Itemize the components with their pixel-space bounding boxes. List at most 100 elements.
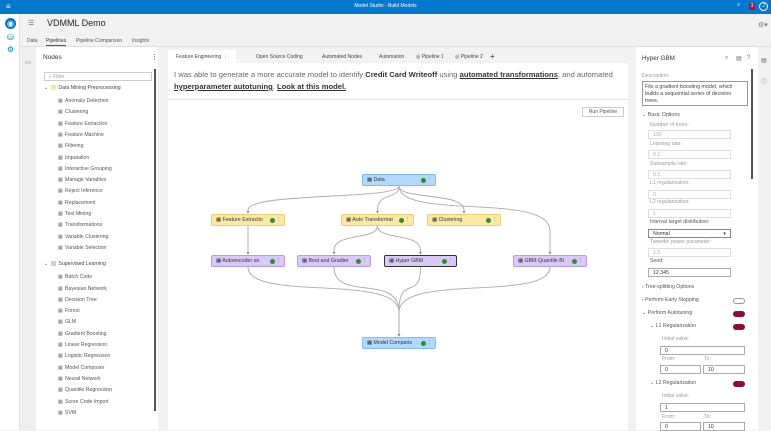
description-field[interactable]: Fits a gradient boosting model, which bu… [642, 81, 748, 106]
node-item[interactable]: ▦Bayesian Network [58, 286, 107, 292]
node-item[interactable]: ▦GLM [58, 319, 76, 325]
distribution-select[interactable]: Normal▾ [648, 229, 731, 238]
pipeline-node-mc[interactable]: ▦ Model Comparis⋮ [362, 337, 436, 349]
pipeline-node-at[interactable]: ▦ Auto Transformat⋮ [341, 214, 414, 226]
more-icon[interactable]: ⋮ [404, 217, 410, 223]
pipeline-node-ae[interactable]: ▦ Autoencoder an⋮ [211, 255, 285, 267]
pipeline-tab[interactable]: Open Source Coding [248, 50, 311, 63]
pipeline-node-gq[interactable]: ▦ GBM Quantile Bi⋮ [513, 255, 587, 267]
node-item[interactable]: ▦Clustering [58, 109, 88, 115]
divider [168, 99, 628, 100]
scrollbar[interactable] [154, 69, 156, 411]
menu-icon[interactable]: ≡ [6, 2, 11, 11]
more-icon[interactable]: ⋮ [491, 217, 497, 223]
more-icon[interactable]: ⋮ [426, 340, 432, 346]
tab-pipelines[interactable]: Pipelines [46, 38, 67, 46]
pipeline-node-cl[interactable]: ▦ Clustering⋮ [427, 214, 501, 226]
node-item[interactable]: ▦Transformations [58, 222, 102, 228]
scrollbar[interactable] [751, 69, 753, 179]
seed-field[interactable]: 12,345 [648, 268, 731, 277]
initial-label: Initial value: [662, 336, 690, 342]
link-hyperparameter-autotuning[interactable]: hyperparameter autotuning [174, 82, 273, 91]
node-item[interactable]: ▦Reject Inference [58, 188, 103, 194]
l1-initial-field[interactable]: 0 [660, 346, 745, 355]
save-icon[interactable]: ▤ [736, 56, 742, 62]
node-item[interactable]: ▦Anomaly Detection [58, 98, 109, 104]
early-stopping-toggle[interactable] [733, 298, 745, 304]
tab-insights[interactable]: Insights [132, 38, 150, 44]
more-icon[interactable]: ⋮ [426, 177, 432, 183]
l2-initial-field[interactable]: 1 [660, 403, 745, 412]
node-group[interactable]: ⌄Supervised Learning [44, 261, 106, 267]
node-item[interactable]: ▦Variable Selection [58, 245, 106, 251]
node-item[interactable]: ▦Gradient Boosting [58, 331, 107, 337]
more-icon[interactable]: ⋮ [577, 258, 583, 264]
node-item[interactable]: ▦Variable Clustering [58, 234, 108, 240]
pipeline-node-fe[interactable]: ▦ Feature Extractio⋮ [211, 214, 285, 226]
pipeline-tab[interactable]: Feature Engineering ⋮ [168, 50, 236, 63]
node-item[interactable]: ▦Score Code Import [58, 399, 109, 405]
list-icon[interactable]: ☰ [28, 20, 35, 27]
node-item[interactable]: ▦Imputation [58, 155, 89, 161]
node-item[interactable]: ▦Text Mining [58, 211, 91, 217]
node-item[interactable]: ▦Decision Tree [58, 297, 97, 303]
node-item[interactable]: ▦Interactive Grouping [58, 166, 112, 172]
pipeline-node-hg[interactable]: ▦ Hyper GBM⋮ [384, 255, 457, 267]
l1-to-field[interactable]: 10 [703, 365, 745, 374]
pipeline-node-bg[interactable]: ▦ Best and Gradier⋮ [297, 255, 371, 267]
node-item[interactable]: ▦Feature Extraction [58, 121, 107, 127]
node-item[interactable]: ▦Quantile Regression [58, 387, 112, 393]
add-pipeline-button[interactable]: + [490, 52, 495, 61]
link-automated-transformations[interactable]: automated transformations [459, 70, 558, 79]
splitter[interactable] [158, 47, 168, 430]
pipeline-tab[interactable]: ◎ Pipeline 1 [408, 50, 452, 63]
more-icon[interactable]: ⋮ [361, 258, 367, 264]
splitter[interactable] [628, 47, 636, 430]
pipeline-node-data[interactable]: ▦ Data⋮ [362, 174, 436, 186]
build-models-icon[interactable]: ◉ [5, 18, 16, 29]
pipeline-tab[interactable]: ◎ Pipeline 2 [447, 50, 491, 63]
tab-data[interactable]: Data [27, 38, 38, 44]
tab-pipeline-comparison[interactable]: Pipeline Comparison [76, 38, 123, 44]
node-item[interactable]: ▦Neural Network [58, 376, 101, 382]
search-icon[interactable]: ⌕ [725, 55, 729, 61]
l1-reg-toggle[interactable] [733, 324, 745, 330]
node-item[interactable]: ▦Linear Regression [58, 342, 107, 348]
user-avatar[interactable]: J [759, 2, 768, 11]
more-icon[interactable]: ⋮ [275, 258, 281, 264]
info-icon[interactable]: ⓘ [761, 80, 768, 86]
properties-icon[interactable]: ▤ [761, 58, 767, 64]
l1-from-field[interactable]: 0 [660, 365, 701, 374]
basic-options-toggle[interactable]: ⌄ Basic Options [642, 112, 680, 118]
node-item[interactable]: ▦Model Composer [58, 365, 105, 371]
node-item[interactable]: ▦Forest [58, 308, 80, 314]
node-item[interactable]: ▦Manage Variables [58, 177, 106, 183]
node-item[interactable]: ▦Filtering [58, 143, 83, 149]
node-item[interactable]: ▦Feature Machine [58, 132, 104, 138]
more-icon[interactable]: ⋮ [151, 54, 158, 61]
node-item[interactable]: ▦SVM [58, 410, 76, 416]
notification-badge[interactable]: 3 [749, 3, 755, 10]
pipelines-icon[interactable]: ⚙ [6, 45, 15, 54]
more-icon[interactable]: ⋮ [447, 258, 453, 264]
node-group[interactable]: ⌄Data Mining Preprocessing [44, 85, 121, 91]
node-item[interactable]: ▦Replacement [58, 200, 96, 206]
nodes-panel-icon[interactable]: ▭ [25, 60, 31, 66]
search-icon[interactable]: ⌕ [737, 2, 741, 8]
clustering-icon: ▦ [58, 109, 63, 116]
gear-icon[interactable]: ⚙▾ [758, 22, 768, 29]
tree-splitting-toggle[interactable]: › Tree-splitting Options [642, 284, 695, 290]
more-icon[interactable]: ⋮ [275, 217, 281, 223]
autotuning-toggle[interactable] [733, 311, 745, 317]
link-look-at-model[interactable]: Look at this model. [276, 82, 347, 91]
data-icon[interactable]: ⛁ [7, 33, 14, 42]
filter-input[interactable]: ⌕ Filter [44, 72, 152, 81]
l2-reg-toggle[interactable] [733, 381, 745, 387]
pipeline-tab[interactable]: Automated Nodes [314, 50, 370, 63]
chevron-down-icon: ▾ [723, 231, 726, 237]
help-icon[interactable]: ? [747, 55, 751, 61]
node-item[interactable]: ▦Batch Code [58, 274, 92, 280]
pipeline-tab[interactable]: Automation [371, 50, 412, 63]
run-pipeline-button[interactable]: Run Pipeline [582, 107, 624, 117]
node-item[interactable]: ▦Logistic Regression [58, 353, 110, 359]
